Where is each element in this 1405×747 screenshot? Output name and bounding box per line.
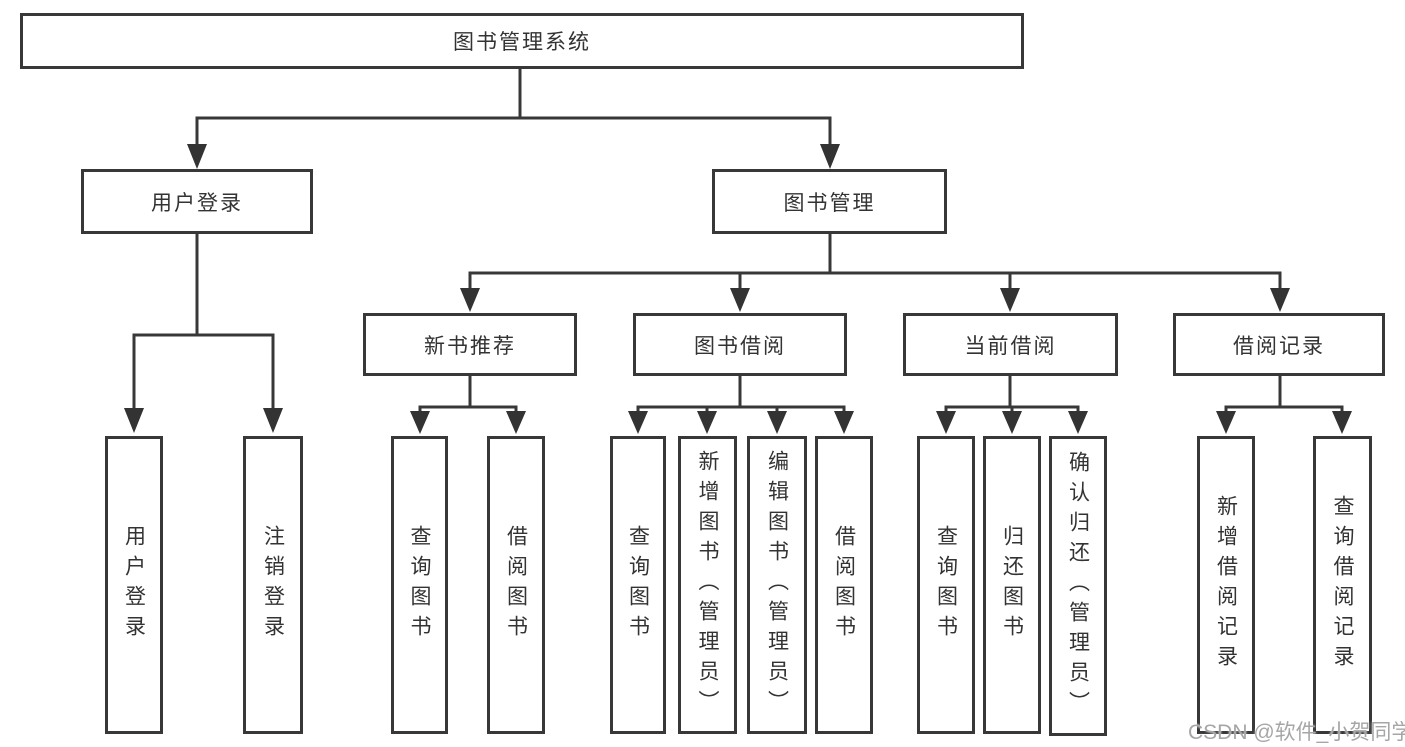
node-label: 借阅图书 [832, 525, 856, 645]
node-label: 查询图书 [408, 525, 431, 645]
node-label: 新增借阅记录 [1214, 495, 1238, 675]
node-current-borrowing: 当前借阅 [903, 313, 1118, 376]
leaf-add-borrow-record: 新增借阅记录 [1197, 436, 1255, 734]
leaf-borrow-books: 借阅图书 [815, 436, 873, 734]
leaf-query-borrow-record: 查询借阅记录 [1313, 436, 1372, 734]
leaf-confirm-return-admin: 确认归还（管理员） [1049, 436, 1107, 736]
leaf-return-books: 归还图书 [983, 436, 1041, 734]
node-label: 新书推荐 [424, 334, 516, 358]
node-label: 编辑图书（管理员） [765, 450, 789, 720]
node-book-management: 图书管理 [712, 169, 947, 234]
leaf-query-books-current: 查询图书 [917, 436, 975, 734]
node-label: 借阅图书 [504, 525, 528, 645]
node-book-management-system: 图书管理系统 [20, 13, 1024, 69]
node-label: 当前借阅 [964, 334, 1057, 358]
node-label: 查询图书 [626, 525, 650, 645]
node-label: 新增图书（管理员） [696, 450, 719, 720]
node-label: 图书借阅 [694, 334, 786, 358]
node-label: 注销登录 [261, 525, 285, 645]
node-label: 归还图书 [1000, 525, 1024, 645]
node-book-borrowing: 图书借阅 [633, 313, 847, 376]
leaf-borrow-books-recommend: 借阅图书 [487, 436, 545, 734]
node-label: 借阅记录 [1233, 334, 1325, 358]
node-borrowing-records: 借阅记录 [1173, 313, 1385, 376]
leaf-edit-books-admin: 编辑图书（管理员） [747, 436, 807, 734]
leaf-query-books-borrowing: 查询图书 [610, 436, 666, 734]
leaf-logout-login: 注销登录 [243, 436, 303, 734]
leaf-add-books-admin: 新增图书（管理员） [678, 436, 737, 734]
node-label: 图书管理系统 [453, 31, 591, 54]
node-new-book-recommend: 新书推荐 [363, 313, 577, 376]
leaf-query-books-recommend: 查询图书 [391, 436, 448, 734]
node-label: 查询借阅记录 [1331, 495, 1354, 675]
csdn-watermark: CSDN @软件_小贺同学 [1188, 721, 1405, 744]
connector-arrowheads [124, 144, 1352, 434]
node-label: 用户登录 [122, 525, 146, 645]
leaf-user-login: 用户登录 [105, 436, 163, 734]
node-label: 查询图书 [934, 525, 958, 645]
node-label: 图书管理 [783, 191, 876, 215]
node-label: 确认归还（管理员） [1066, 451, 1090, 721]
node-user-login: 用户登录 [81, 169, 313, 234]
node-label: 用户登录 [151, 191, 243, 215]
